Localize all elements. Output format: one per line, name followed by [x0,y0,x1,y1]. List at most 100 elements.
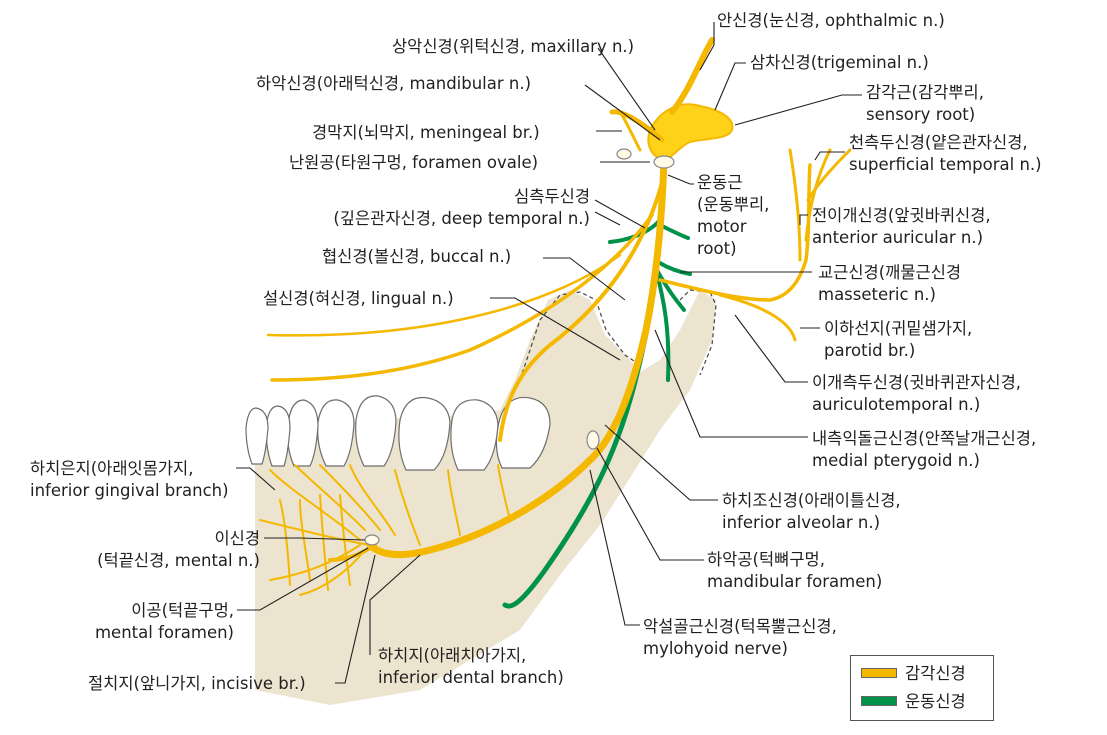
legend: 감각신경 운동신경 [850,655,994,721]
label-parotid-line1: 이하선지(귀밑샘가지, [824,319,973,338]
ophthalmic-nerve-path [669,37,715,115]
label-mandibular-foramen-line2: mandibular foramen) [707,572,883,591]
label-inferior-alveolar-line2: inferior alveolar n.) [722,513,881,532]
lingual-nerve-path [498,173,666,442]
label-anterior-auricular-nerve: 전이개신경(앞귓바퀴신경, anterior auricular n.) [812,205,991,249]
label-inferior-dental-branch: 하치지(아래치아가지, inferior dental branch) [378,645,564,689]
label-inferior-dental-line2: inferior dental branch) [378,668,564,687]
label-mental-foramen-line1: 이공(턱끝구멍, [131,601,234,620]
legend-label-sensory: 감각신경 [905,664,966,683]
incisor-1 [245,407,269,465]
label-ophthalmic-nerve: 안신경(눈신경, ophthalmic n.) [717,11,945,30]
label-masseteric-nerve: 교근신경(깨물근신경 masseteric n.) [818,262,961,306]
label-deep-temporal-nerve: 심측두신경 (깊은관자신경, deep temporal n.) [300,186,590,230]
label-inferior-gingival-line1: 하치은지(아래잇몸가지, [30,459,194,478]
label-mental-nerve-line1: 이신경 [214,529,260,548]
label-anterior-auricular-line1: 전이개신경(앞귓바퀴신경, [812,206,991,225]
label-mandibular-foramen-line1: 하악공(턱뼈구멍, [707,550,825,569]
meningeal-foramen-marker [616,148,632,160]
teeth-group [245,395,551,471]
coronoid-process-outline [519,291,641,381]
label-superficial-temporal-nerve: 천측두신경(얕은관자신경, superficial temporal n.) [849,132,1042,176]
canine [287,399,319,467]
label-incisive-branch: 절치지(앞니가지, incisive br.) [88,674,306,693]
leader-lines [236,22,862,684]
label-trigeminal-nerve: 삼차신경(trigeminal n.) [750,53,929,72]
deep-temporal-nerve-branch [658,223,690,240]
sensory-nerves [259,37,852,596]
mental-nerve-path [328,543,377,562]
parotid-branch-path [718,293,797,342]
label-maxillary-nerve: 상악신경(위턱신경, maxillary n.) [392,37,635,56]
legend-item-sensory: 감각신경 [861,662,966,686]
label-motor-root: 운동근 (운동뿌리, motor root) [697,172,769,260]
molar-3 [495,396,551,469]
molar-1 [398,396,451,471]
label-motor-root-line4: root) [697,239,737,258]
legend-swatch-motor [861,695,897,706]
foramen-ovale-marker [653,155,675,169]
premolar-2 [355,395,397,467]
superficial-temporal-branch-3 [788,148,802,262]
molar-2 [450,399,499,471]
label-mental-nerve: 이신경 (턱끝신경, mental n.) [40,528,260,572]
trigeminal-ganglion [647,103,734,161]
premolar-1 [317,399,355,467]
buccal-nerve-branch [266,253,622,337]
label-medial-pterygoid-line2: medial pterygoid n.) [812,451,980,470]
label-lingual-nerve: 설신경(혀신경, lingual n.) [263,289,454,308]
label-deep-temporal-line1: 심측두신경 [514,187,590,206]
label-medial-pterygoid-line1: 내측익돌근신경(안쪽날개근신경, [812,429,1037,448]
label-inferior-alveolar-line1: 하치조신경(아래이틀신경, [722,491,901,510]
label-inferior-gingival-branch: 하치은지(아래잇몸가지, inferior gingival branch) [30,458,229,502]
condyle-outline [679,289,717,376]
inferior-alveolar-nerve-path [366,156,668,558]
legend-swatch-sensory [861,667,897,678]
buccal-nerve-path [270,213,654,382]
incisor-2 [265,405,291,467]
label-mylohyoid-line1: 악설골근신경(턱목뿔근신경, [643,617,837,636]
meningeal-branch-path [620,113,642,152]
label-motor-root-line2: (운동뿌리, [697,195,770,214]
label-mental-foramen-line2: mental foramen) [94,623,234,642]
auriculotemporal-nerve-path [658,163,812,302]
label-sensory-root-line1: 감각근(감각뿌리, [866,83,984,102]
label-motor-root-line3: motor [697,217,747,236]
label-auriculotemporal-line1: 이개측두신경(귓바퀴관자신경, [812,373,1022,392]
label-mandibular-nerve: 하악신경(아래턱신경, mandibular n.) [256,74,532,93]
label-parotid-line2: parotid br.) [824,341,916,360]
label-superficial-temporal-line1: 천측두신경(얕은관자신경, [849,133,1028,152]
label-foramen-ovale: 난원공(타원구멍, foramen ovale) [289,153,539,172]
label-sensory-root: 감각근(감각뿌리, sensory root) [866,82,984,126]
label-mental-nerve-line2: (턱끝신경, mental n.) [97,551,260,570]
legend-label-motor: 운동신경 [905,692,966,711]
medial-pterygoid-branch-2 [656,270,686,312]
label-inferior-dental-line1: 하치지(아래치아가지, [378,646,527,665]
label-inferior-gingival-line2: inferior gingival branch) [30,481,229,500]
label-mandibular-foramen: 하악공(턱뼈구멍, mandibular foramen) [707,549,882,593]
legend-item-motor: 운동신경 [861,690,966,714]
label-anterior-auricular-line2: anterior auricular n.) [812,228,984,247]
label-parotid-branch: 이하선지(귀밑샘가지, parotid br.) [824,318,972,362]
label-auriculotemporal-line2: auriculotemporal n.) [812,395,981,414]
label-sensory-root-line2: sensory root) [866,105,976,124]
label-motor-root-line1: 운동근 [697,173,743,192]
label-meningeal-branch: 경막지(뇌막지, meningeal br.) [312,123,540,142]
label-deep-temporal-line2: (깊은관자신경, deep temporal n.) [333,209,590,228]
maxillary-nerve-path [609,109,665,143]
label-masseteric-line1: 교근신경(깨물근신경 [818,263,962,282]
label-masseteric-line2: masseteric n.) [818,285,936,304]
inferior-dental-plexus [259,464,511,596]
masseteric-nerve-path [656,260,692,276]
label-auriculotemporal-nerve: 이개측두신경(귓바퀴관자신경, auriculotemporal n.) [812,372,1021,416]
mental-foramen-marker [364,534,380,546]
label-inferior-alveolar-nerve: 하치조신경(아래이틀신경, inferior alveolar n.) [722,490,901,534]
label-buccal-nerve: 협신경(볼신경, buccal n.) [322,247,512,266]
label-medial-pterygoid-nerve: 내측익돌근신경(안쪽날개근신경, medial pterygoid n.) [812,428,1036,472]
superficial-temporal-branch-2 [806,148,852,202]
label-superficial-temporal-line2: superficial temporal n.) [849,155,1042,174]
label-mylohyoid-line2: mylohyoid nerve) [643,639,788,658]
label-mental-foramen: 이공(턱끝구멍, mental foramen) [60,600,234,644]
label-mylohyoid-nerve: 악설골근신경(턱목뿔근신경, mylohyoid nerve) [643,616,837,660]
